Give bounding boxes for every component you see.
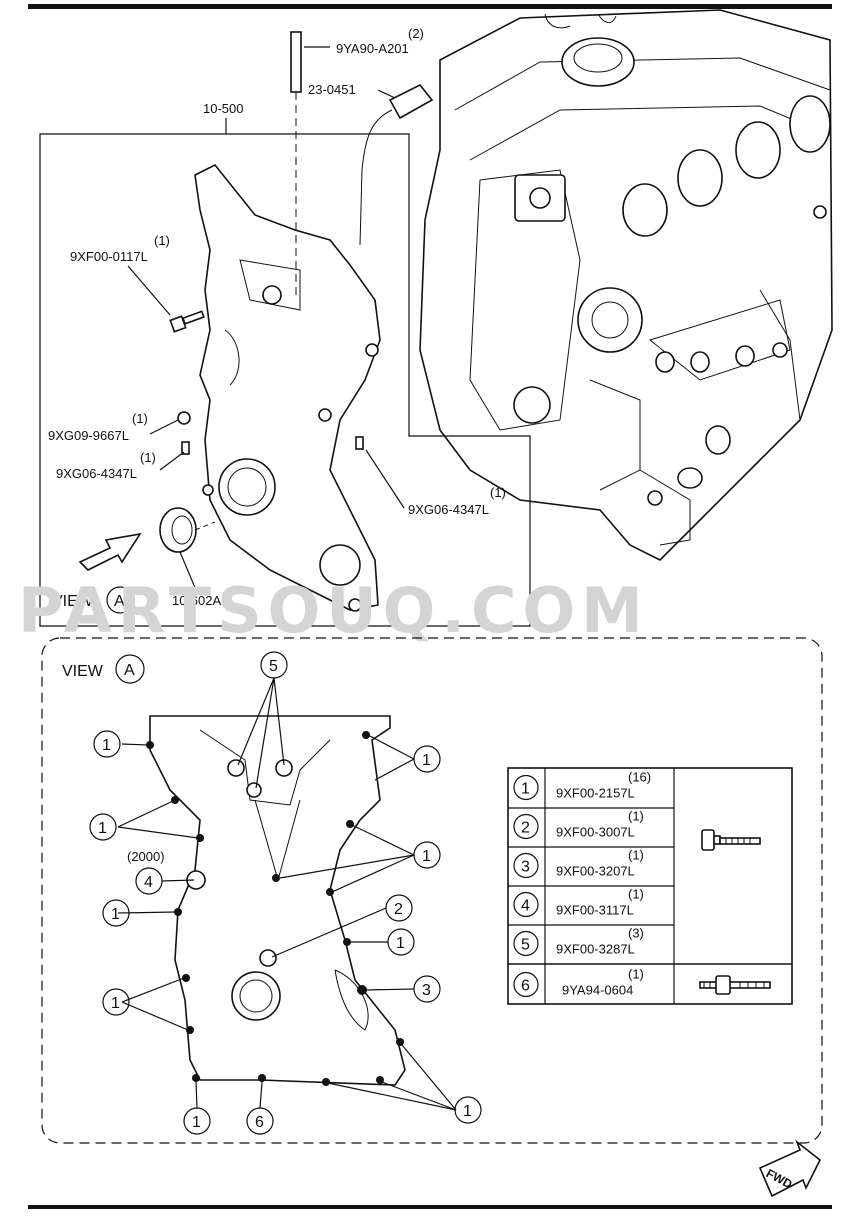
- bolt-a: [169, 310, 205, 333]
- marker-1: 1: [111, 906, 120, 923]
- bolt-table: [507, 767, 793, 1005]
- row-number-circle: [513, 891, 539, 918]
- engine-block: [419, 9, 833, 561]
- row-code: 9XF00-2157L: [556, 786, 635, 801]
- marker-6: 6: [255, 1114, 264, 1131]
- row-qty: (1): [628, 887, 644, 902]
- row-number-circle: [513, 971, 539, 998]
- detail-view-label: VIEW: [62, 663, 104, 680]
- bolt-table-rows: 1(16)9XF00-2157L2(1)9XF00-3007L3(1)9XF00…: [513, 770, 651, 998]
- qty-2000: (2000): [127, 849, 165, 864]
- detail-view-letter: A: [124, 662, 135, 679]
- top-rule: [28, 4, 832, 9]
- cover-callout-box: [39, 133, 531, 627]
- bolt-table-row: 5 (3)9XF00-3287L: [513, 926, 644, 957]
- bolt-a-code: 9XF00-0117L: [70, 249, 148, 264]
- row-number-circle: [513, 852, 539, 879]
- row-code: 9XF00-3007L: [556, 825, 635, 840]
- bolt-table-row: 2 (1)9XF00-3007L: [513, 809, 644, 840]
- pin-right-code: 9XG06-4347L: [408, 502, 489, 517]
- timing-cover: [194, 163, 381, 612]
- bolt-table-row: 1 (16)9XF00-2157L: [513, 770, 651, 801]
- fwd-arrow-icon: FWD: [758, 1139, 822, 1198]
- row-number: 4: [521, 898, 530, 915]
- plug-qty: (1): [132, 411, 148, 426]
- pin-left: [181, 441, 190, 455]
- stud-bolt: [290, 31, 302, 300]
- view-arrow-icon: [78, 532, 142, 571]
- flange-bolt-icon: [701, 829, 761, 851]
- marker-1: 1: [111, 995, 120, 1012]
- bolt-table-row: 3 (1)9XF00-3207L: [513, 848, 644, 879]
- row-qty: (1): [628, 848, 644, 863]
- pin-left-code: 9XG06-4347L: [56, 466, 137, 481]
- seal-code: 10-602A: [172, 593, 221, 608]
- bottom-rule: [28, 1205, 832, 1209]
- row-number: 5: [521, 937, 530, 954]
- view-a-label: VIEW: [52, 593, 94, 610]
- sensor-leader: [377, 89, 396, 99]
- bolt-a-leader: [127, 265, 171, 316]
- row-code: 9YA94-0604: [562, 983, 633, 998]
- oil-seal: [159, 507, 216, 553]
- marker-2: 2: [394, 901, 403, 918]
- row-number: 2: [521, 820, 530, 837]
- marker-1: 1: [422, 848, 431, 865]
- bolt-a-qty: (1): [154, 233, 170, 248]
- pin-left-qty: (1): [140, 450, 156, 465]
- bolt-table-row: 6 (1)9YA94-0604: [513, 967, 644, 998]
- detail-view-box: [41, 637, 823, 1144]
- bolt-table-row: 4 (1)9XF00-3117L: [513, 887, 644, 918]
- marker-1: 1: [422, 752, 431, 769]
- pin-left-leader: [159, 451, 185, 471]
- row-number: 6: [521, 978, 530, 995]
- plug-code: 9XG09-9667L: [48, 428, 129, 443]
- row-qty: (1): [628, 967, 644, 982]
- cover-code: 10-500: [203, 101, 243, 116]
- detail-leaders: [117, 677, 457, 1111]
- row-number-circle: [513, 774, 539, 801]
- row-qty: (16): [628, 770, 651, 785]
- sensor: [359, 83, 434, 246]
- detail-view-circle: [115, 654, 145, 684]
- bolt-positions: [146, 731, 404, 1086]
- pin-right-leader: [365, 449, 405, 509]
- seal-leader: [179, 551, 197, 591]
- row-qty: (1): [628, 809, 644, 824]
- view-a-letter: A: [114, 593, 125, 610]
- row-number-circle: [513, 930, 539, 957]
- row-qty: (3): [628, 926, 644, 941]
- stud-bolt-icon: [699, 975, 771, 995]
- watermark: PARTSOUQ.COM: [18, 574, 649, 647]
- marker-group: 1 1 1 1 1 6 1 3 1 2 1 1 5 4: [89, 651, 482, 1135]
- stud-code: 9YA90-A201: [336, 41, 409, 56]
- marker-1: 1: [102, 737, 111, 754]
- marker-1: 1: [192, 1114, 201, 1131]
- plug: [177, 411, 191, 425]
- marker-5: 5: [269, 658, 278, 675]
- marker-3: 3: [422, 982, 431, 999]
- row-number-circle: [513, 813, 539, 840]
- row-code: 9XF00-3117L: [556, 903, 634, 918]
- stud-qty: (2): [408, 26, 424, 41]
- marker-1: 1: [98, 820, 107, 837]
- view-a-circle: [106, 586, 134, 614]
- marker-1: 1: [463, 1103, 472, 1120]
- pin-right-qty: (1): [490, 485, 506, 500]
- row-code: 9XF00-3207L: [556, 864, 635, 879]
- plug-leader: [149, 419, 179, 435]
- row-number: 1: [521, 781, 530, 798]
- row-code: 9XF00-3287L: [556, 942, 635, 957]
- sensor-code: 23-0451: [308, 82, 356, 97]
- pin-right: [355, 436, 364, 450]
- cover-outline-detail: [149, 715, 406, 1086]
- row-number: 3: [521, 859, 530, 876]
- marker-1: 1: [396, 935, 405, 952]
- marker-4: 4: [144, 874, 153, 891]
